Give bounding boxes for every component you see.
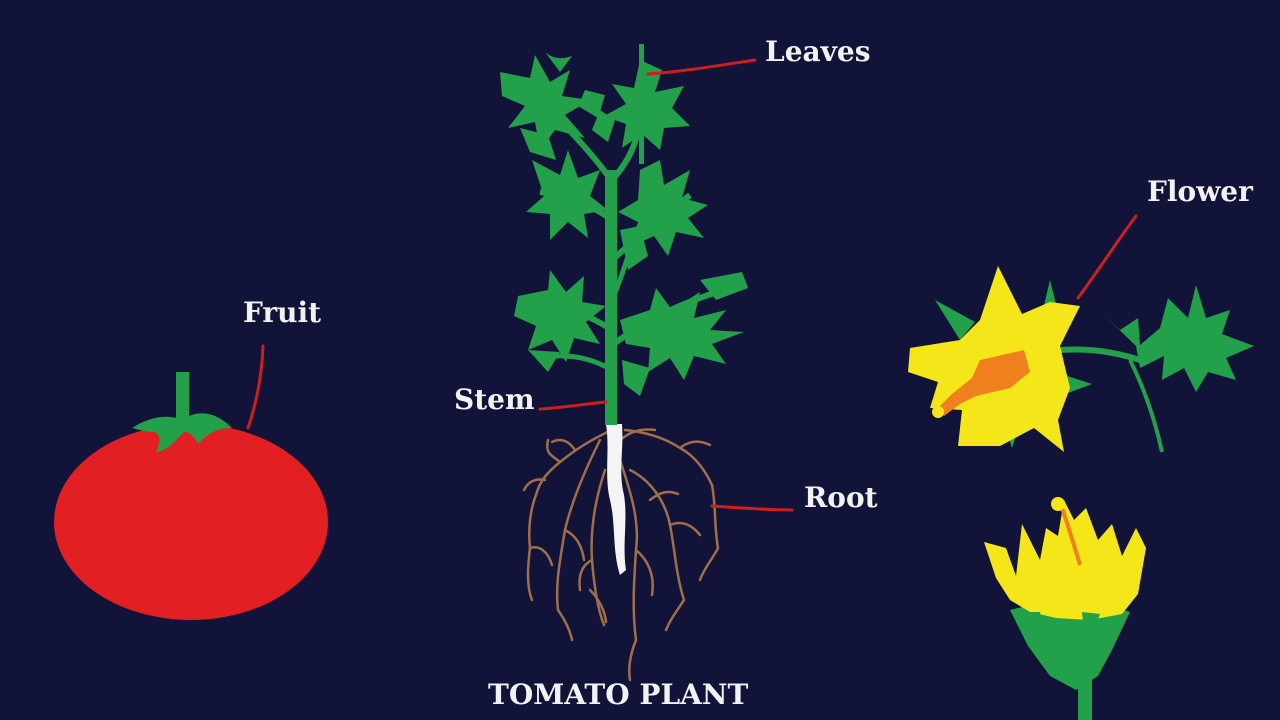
tomato-fruit	[54, 372, 328, 620]
leader-lines	[246, 58, 1138, 512]
fruit-body	[54, 424, 328, 620]
tap-root	[606, 424, 626, 575]
label-leaves: Leaves	[765, 35, 871, 68]
label-root: Root	[804, 481, 878, 514]
leaves-pointer	[646, 58, 757, 76]
flower-center	[938, 350, 1030, 416]
root-pointer	[710, 504, 794, 512]
tomato-plant	[246, 44, 1138, 682]
roots	[522, 428, 720, 682]
diagram-title: TOMATO PLANT	[488, 678, 749, 711]
flower-bud	[984, 497, 1146, 720]
leaves	[500, 52, 748, 396]
label-flower: Flower	[1147, 175, 1253, 208]
flower-pointer	[1076, 214, 1138, 300]
fruit-calyx	[132, 372, 232, 452]
fruit-sepals	[132, 413, 232, 452]
label-fruit: Fruit	[243, 296, 322, 329]
label-stem: Stem	[454, 383, 535, 416]
open-flower	[908, 266, 1254, 453]
stem-pointer	[538, 400, 608, 411]
fruit-stalk	[176, 372, 189, 424]
fruit-pointer	[246, 344, 265, 430]
